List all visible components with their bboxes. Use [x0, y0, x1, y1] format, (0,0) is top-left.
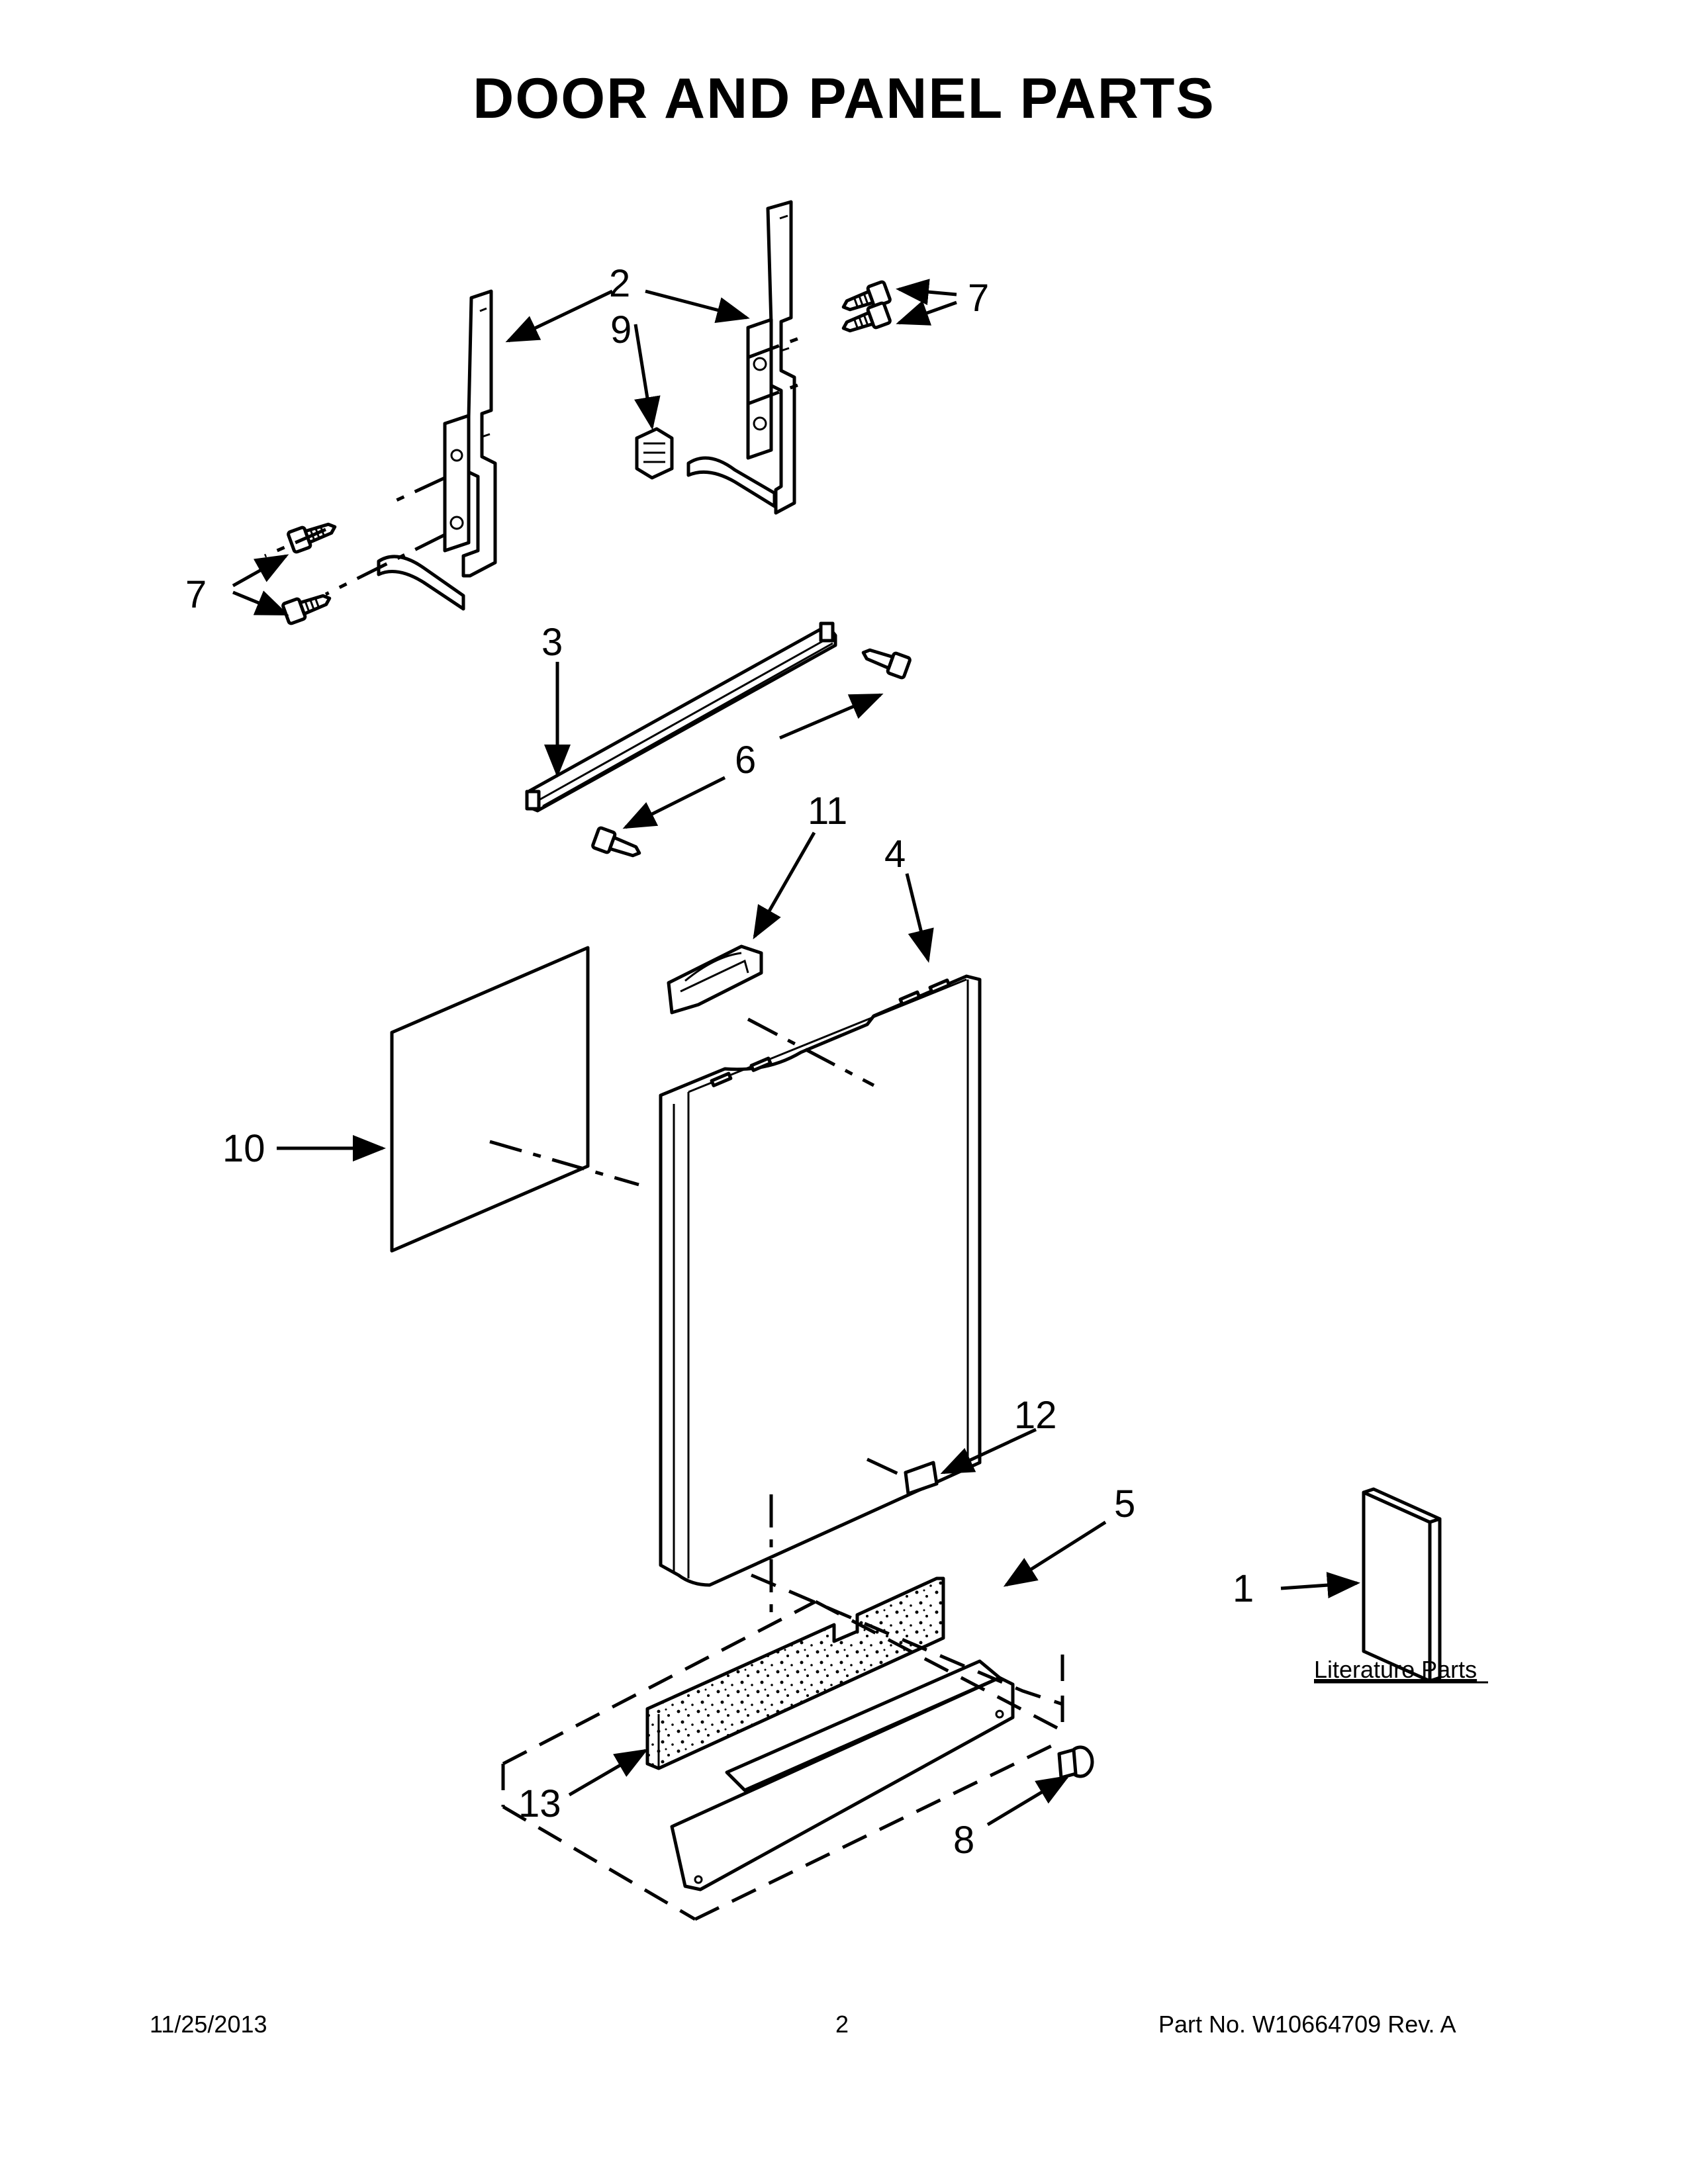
toe-kick-screw: [1057, 1745, 1094, 1780]
screw-icon: [591, 826, 641, 858]
callout-2: 2: [609, 262, 630, 305]
door-handle-insert: [667, 944, 763, 1015]
literature-booklet: [1362, 1487, 1442, 1683]
left-hinge-bracket: [377, 289, 497, 611]
door-top-rail: [525, 621, 837, 813]
callout-6: 6: [735, 739, 756, 782]
callout-1: 1: [1233, 1567, 1254, 1610]
hinge-screws: [281, 280, 892, 625]
callout-12: 12: [1014, 1394, 1057, 1437]
callout-8: 8: [953, 1819, 974, 1862]
page-title: DOOR AND PANEL PARTS: [473, 67, 1215, 130]
right-hinge-bracket: [686, 200, 796, 515]
outer-door-panel: [659, 974, 982, 1587]
callout-5: 5: [1114, 1482, 1135, 1525]
hinge-clip: [635, 427, 674, 480]
footer-date: 11/25/2013: [150, 2011, 267, 2038]
callout-11: 11: [808, 790, 847, 833]
footer-page-number: 2: [835, 2011, 849, 2038]
door-insulation-panel: [390, 946, 590, 1253]
rail-screws: [591, 648, 912, 858]
callout-7-left: 7: [185, 573, 207, 616]
screw-icon: [861, 648, 912, 680]
callout-4: 4: [884, 833, 906, 876]
callout-7-right: 7: [968, 277, 989, 320]
callout-10: 10: [222, 1127, 265, 1170]
screw-icon: [841, 301, 892, 333]
screw-icon: [841, 280, 892, 312]
literature-parts-label: Literature Parts: [1314, 1656, 1477, 1683]
callout-13: 13: [518, 1782, 561, 1825]
toe-kick-panel: [670, 1659, 1015, 1891]
callout-3: 3: [541, 621, 563, 664]
door-badge: [904, 1461, 939, 1496]
callout-9: 9: [610, 308, 632, 351]
footer-part-number: Part No. W10664709 Rev. A: [1158, 2011, 1456, 2038]
